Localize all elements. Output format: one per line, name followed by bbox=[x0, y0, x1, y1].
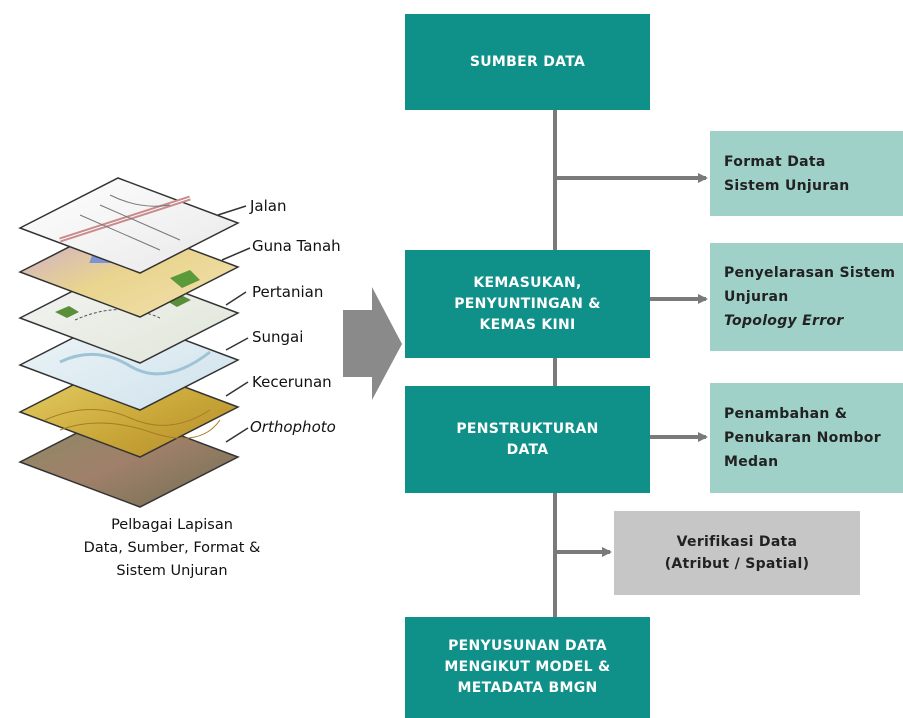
box-penyusunan: PENYUSUNAN DATA MENGIKUT MODEL & METADAT… bbox=[405, 617, 650, 718]
caption-line-2: Data, Sumber, Format & bbox=[83, 540, 261, 556]
box-penyelarasan-line-3: Topology Error bbox=[724, 313, 844, 329]
box-verifikasi-line-1: Verifikasi Data bbox=[676, 534, 798, 550]
box-penyusunan-line-2: MENGIKUT MODEL & bbox=[444, 659, 611, 675]
box-kemasukan-line-3: KEMAS KINI bbox=[479, 316, 576, 333]
box-format-line-1: Format Data bbox=[724, 153, 826, 170]
box-penambahan: Penambahan & Penukaran Nombor Medan bbox=[710, 383, 903, 493]
box-format-data: Format Data Sistem Unjuran bbox=[710, 131, 903, 216]
box-kemasukan: KEMASUKAN, PENYUNTINGAN & KEMAS KINI bbox=[405, 250, 650, 358]
label-sungai: Sungai bbox=[252, 328, 304, 346]
leader-jalan bbox=[217, 205, 247, 216]
leader-kecerunan bbox=[225, 381, 249, 397]
box-verifikasi: Verifikasi Data (Atribut / Spatial) bbox=[614, 511, 860, 595]
box-penyelarasan: Penyelarasan Sistem Unjuran Topology Err… bbox=[710, 243, 903, 351]
box-penambahan-line-2: Penukaran Nombor bbox=[724, 430, 881, 446]
caption-line-3: Sistem Unjuran bbox=[116, 563, 228, 579]
leader-sungai bbox=[225, 337, 249, 351]
label-jalan: Jalan bbox=[250, 197, 287, 215]
box-penstrukturan-line-2: DATA bbox=[506, 441, 549, 458]
box-penstrukturan-line-1: PENSTRUKTURAN bbox=[456, 420, 599, 437]
layers-caption: Pelbagai Lapisan Data, Sumber, Format & … bbox=[42, 514, 302, 583]
box-penyusunan-line-3: METADATA BMGN bbox=[457, 680, 598, 696]
leader-guna-tanah bbox=[221, 247, 251, 261]
box-penyusunan-line-1: PENYUSUNAN DATA bbox=[448, 638, 607, 654]
box-penyelarasan-line-1: Penyelarasan Sistem bbox=[724, 265, 896, 281]
box-penstrukturan: PENSTRUKTURAN DATA bbox=[405, 386, 650, 493]
box-kemasukan-line-1: KEMASUKAN, bbox=[473, 274, 582, 291]
box-format-line-2: Sistem Unjuran bbox=[724, 177, 850, 194]
label-orthophoto: Orthophoto bbox=[250, 418, 336, 436]
label-pertanian: Pertanian bbox=[252, 283, 324, 301]
layer-jalan bbox=[18, 177, 240, 274]
label-guna-tanah: Guna Tanah bbox=[252, 237, 341, 255]
box-kemasukan-line-2: PENYUNTINGAN & bbox=[454, 295, 601, 312]
box-penambahan-line-1: Penambahan & bbox=[724, 406, 848, 422]
box-verifikasi-line-2: (Atribut / Spatial) bbox=[664, 556, 810, 572]
caption-line-1: Pelbagai Lapisan bbox=[111, 517, 233, 533]
box-penambahan-line-3: Medan bbox=[724, 454, 779, 470]
box-sumber-data: SUMBER DATA bbox=[405, 14, 650, 110]
label-kecerunan: Kecerunan bbox=[252, 373, 332, 391]
big-right-arrow bbox=[343, 287, 402, 400]
box-penyelarasan-line-2: Unjuran bbox=[724, 289, 789, 305]
leader-pertanian bbox=[225, 291, 247, 306]
box-sumber-data-label: SUMBER DATA bbox=[469, 53, 586, 70]
leader-orthophoto bbox=[225, 427, 249, 443]
